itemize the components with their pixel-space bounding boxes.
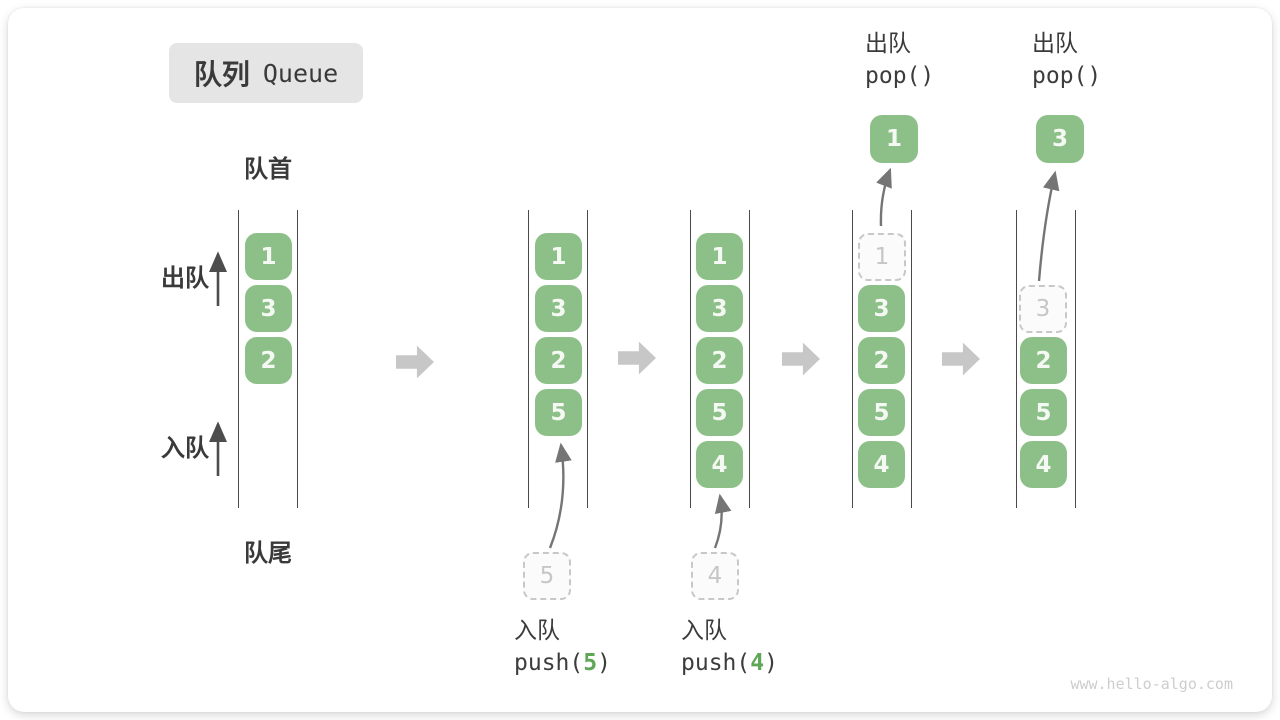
label-queue-rear: 队尾 — [244, 539, 292, 567]
queue-item: 4 — [858, 441, 905, 488]
op-pop1: 出队 pop() — [865, 30, 934, 94]
popped-item: 1 — [870, 115, 918, 163]
op-pop2-label: 出队 — [1032, 31, 1078, 57]
op-push5-arg: 5 — [583, 650, 598, 676]
queue-item: 3 — [696, 285, 743, 332]
op-push4-code: push(4) — [681, 650, 778, 676]
op-push4-label: 入队 — [681, 618, 727, 644]
popped-ghost-item: 3 — [1019, 285, 1067, 333]
queue-item: 2 — [1020, 337, 1067, 384]
op-push4: 入队 push(4) — [681, 617, 778, 681]
queue-item: 2 — [245, 337, 292, 384]
queue-item: 1 — [535, 233, 582, 280]
label-queue-front: 队首 — [244, 155, 292, 183]
queue-item: 4 — [1020, 441, 1067, 488]
op-push4-arg: 4 — [750, 650, 765, 676]
queue-item: 1 — [245, 233, 292, 280]
queue-item: 5 — [858, 389, 905, 436]
op-push5-code: push(5) — [514, 650, 611, 676]
popped-item: 3 — [1036, 115, 1084, 163]
queue-item: 3 — [535, 285, 582, 332]
queue-rail-state3 — [690, 210, 750, 508]
queue-item: 1 — [696, 233, 743, 280]
label-enqueue: 入队 — [161, 434, 209, 462]
title-badge: 队列 Queue — [169, 43, 363, 103]
queue-rail-state4 — [852, 210, 912, 508]
queue-item: 3 — [245, 285, 292, 332]
title-text-en: Queue — [262, 58, 339, 88]
popped-ghost-item: 1 — [858, 233, 906, 281]
queue-item: 4 — [696, 441, 743, 488]
queue-item: 2 — [858, 337, 905, 384]
queue-item: 2 — [535, 337, 582, 384]
queue-rail-state1 — [238, 210, 298, 508]
queue-item: 3 — [858, 285, 905, 332]
op-pop1-code: pop() — [865, 63, 935, 89]
op-push5: 入队 push(5) — [514, 617, 611, 681]
incoming-ghost-item: 4 — [691, 552, 739, 600]
queue-item: 5 — [1020, 389, 1067, 436]
title-text-zh: 队列 — [193, 58, 250, 91]
watermark: www.hello-algo.com — [1070, 675, 1233, 693]
queue-rail-state2 — [528, 210, 588, 508]
label-dequeue: 出队 — [161, 264, 209, 292]
queue-item: 5 — [696, 389, 743, 436]
op-pop2-code: pop() — [1032, 63, 1102, 89]
queue-item: 5 — [535, 389, 582, 436]
op-pop1-label: 出队 — [865, 31, 911, 57]
incoming-ghost-item: 5 — [523, 552, 571, 600]
op-pop2: 出队 pop() — [1032, 30, 1101, 94]
queue-rail-state5 — [1016, 210, 1076, 508]
op-push5-label: 入队 — [514, 618, 560, 644]
queue-item: 2 — [696, 337, 743, 384]
